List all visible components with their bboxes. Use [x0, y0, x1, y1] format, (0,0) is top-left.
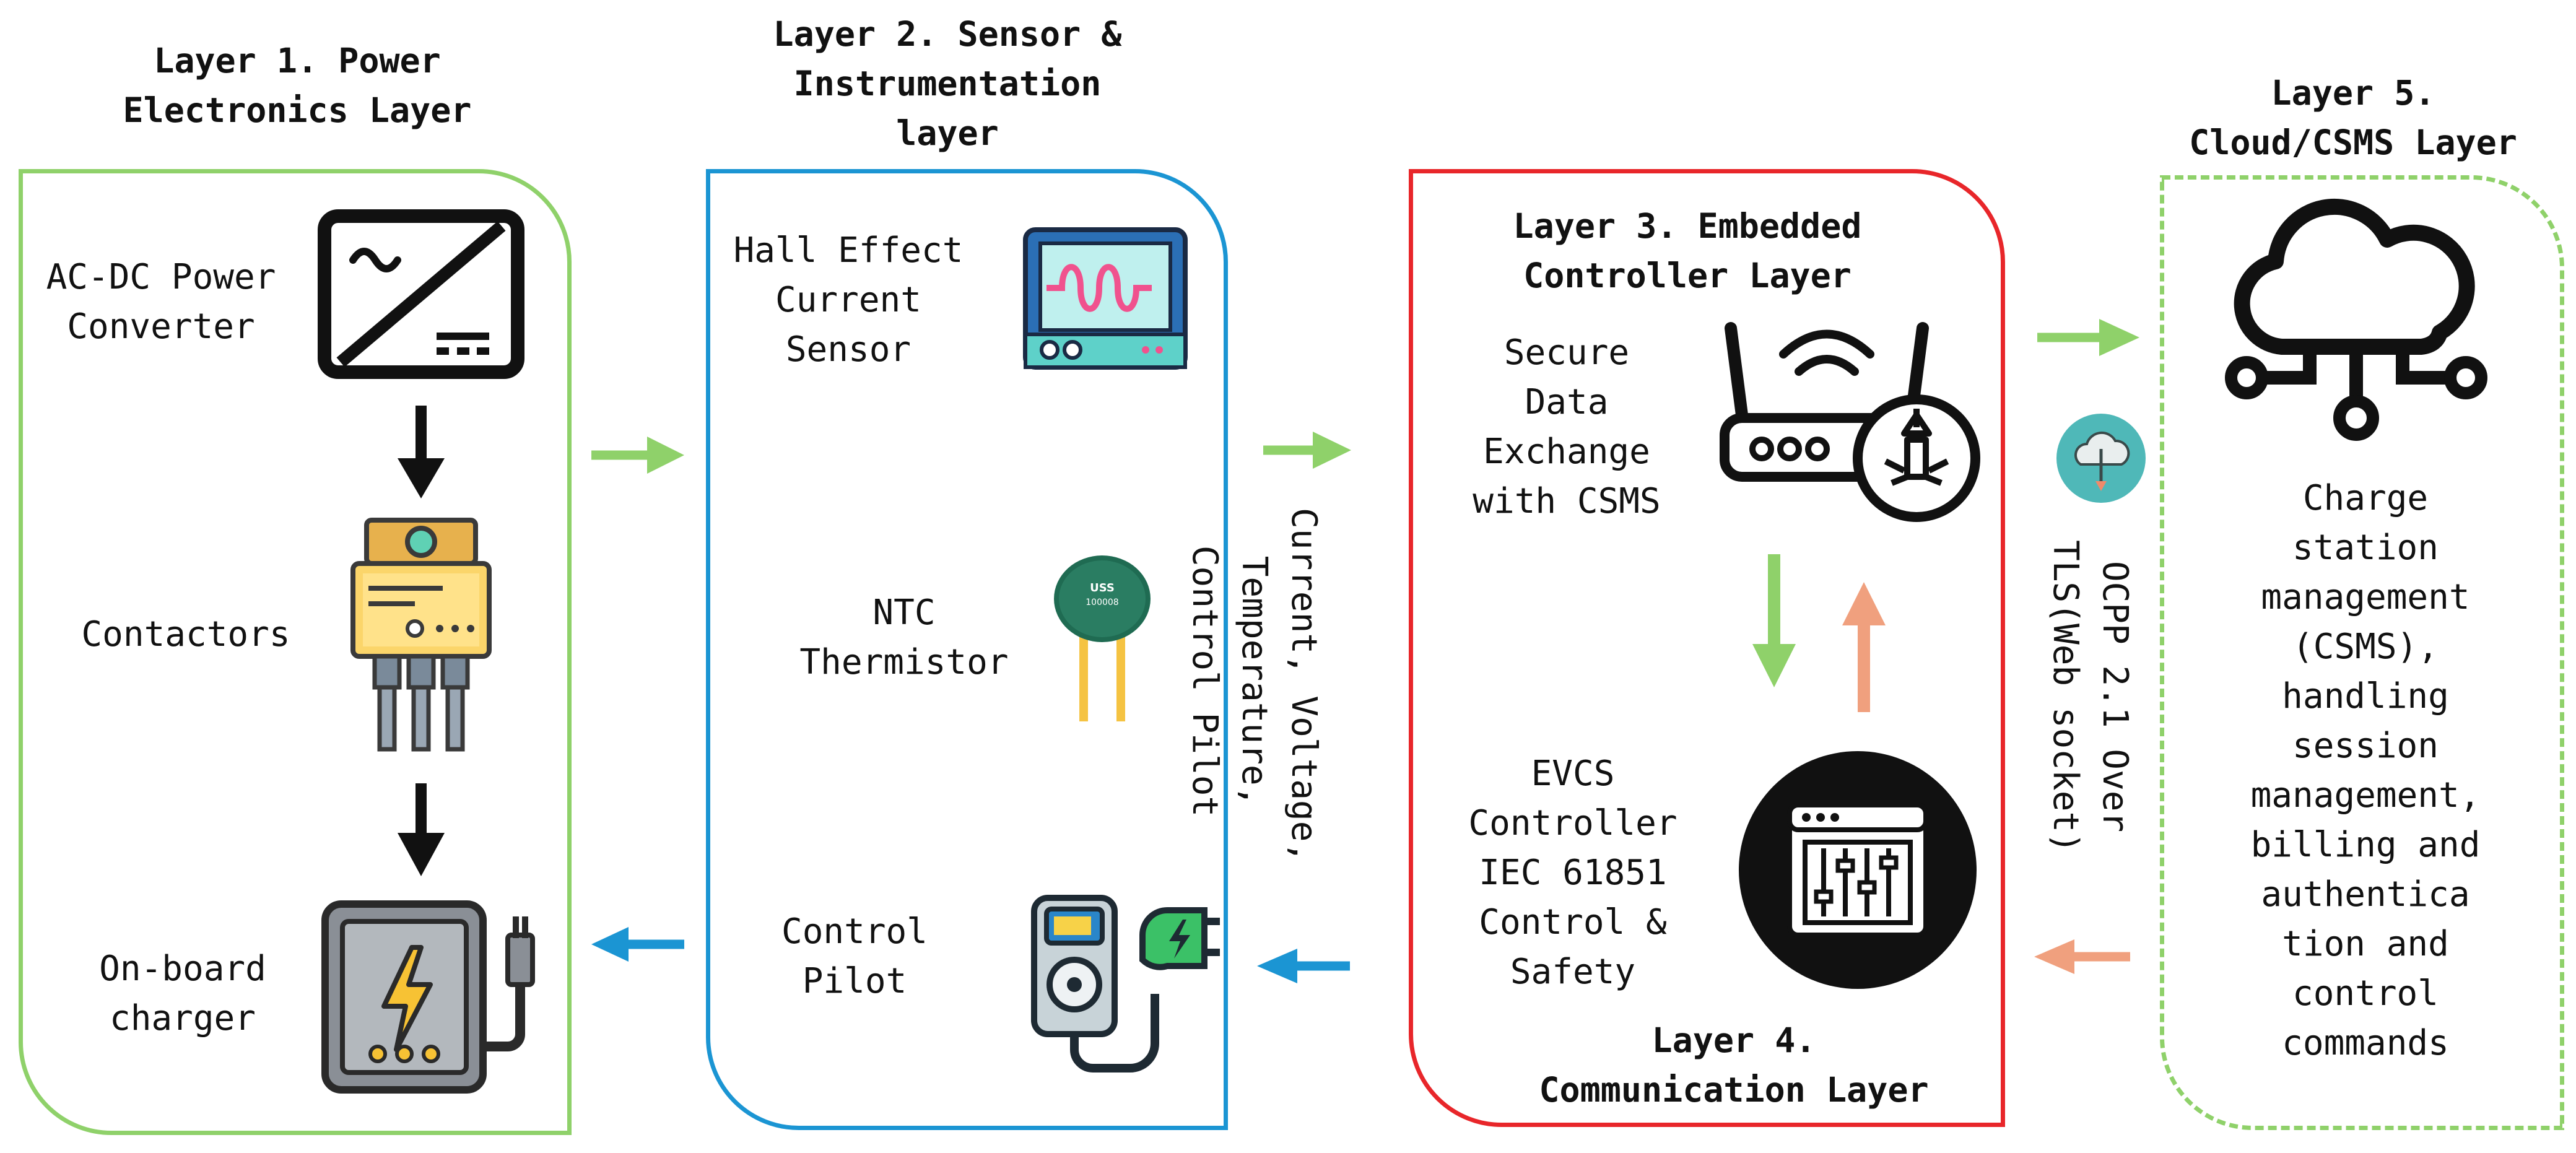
router-icon	[1720, 322, 1980, 522]
evcs-label-line5: Safety	[1510, 952, 1636, 992]
ac-dc-converter-icon	[318, 209, 524, 379]
layer34-panel	[1409, 169, 2005, 1127]
layer3-title: Layer 3. Embedded Controller Layer	[1455, 201, 1920, 300]
csms-desc-line3: management	[2261, 577, 2470, 617]
layer1-title-line2: Electronics Layer	[123, 90, 472, 130]
right-arrow-icon	[591, 437, 684, 474]
csms-desc-line9: authentica	[2261, 874, 2470, 915]
ntc-label-line1: NTC	[872, 593, 936, 633]
csms-desc-line1: Charge	[2302, 478, 2429, 518]
csms-desc-line12: commands	[2282, 1023, 2449, 1063]
secure-exchange-label: Secure Data Exchange with CSMS	[1437, 328, 1697, 526]
csms-desc-line5: handling	[2282, 676, 2449, 716]
csms-desc-line6: session	[2292, 726, 2439, 766]
converter-label: AC-DC Power Converter	[25, 253, 297, 352]
secure-label-line4: with CSMS	[1473, 481, 1661, 521]
ntc-label: NTC Thermistor	[774, 588, 1034, 687]
hall-label-line2: Current	[775, 280, 921, 320]
hall-sensor-label: Hall Effect Current Sensor	[718, 226, 978, 375]
layer1-title: Layer 1. Power Electronics Layer	[80, 36, 514, 135]
evcs-label-line3: IEC 61851	[1479, 853, 1667, 893]
converter-label-line2: Converter	[67, 307, 255, 347]
cloud-upload-icon	[2056, 414, 2146, 503]
csms-desc-line7: management,	[2250, 775, 2481, 816]
evcs-controller-icon	[1739, 751, 1977, 989]
layer2-title: Layer 2. Sensor & Instrumentation layer	[731, 9, 1164, 158]
down-arrow-icon	[398, 406, 445, 498]
layer2-title-line1: Layer 2. Sensor &	[773, 14, 1122, 54]
csms-description: Charge station management (CSMS), handli…	[2217, 474, 2514, 1068]
cp-label-line2: Pilot	[802, 961, 907, 1001]
layer5-panel	[2160, 175, 2564, 1130]
left-arrow-icon	[1257, 949, 1350, 983]
layer3-title-line1: Layer 3. Embedded	[1513, 206, 1862, 246]
cloud-network-icon	[2225, 198, 2487, 441]
ntc-marking: USS	[1090, 581, 1115, 594]
onboard-charger-icon	[321, 900, 535, 1094]
layer1-panel	[19, 169, 572, 1135]
layer2-title-line3: layer	[896, 113, 999, 153]
evcs-label-line2: Controller	[1468, 803, 1677, 843]
hall-sensor-icon	[1023, 227, 1188, 370]
contactor-icon	[350, 518, 492, 752]
evcs-label-line4: Control &	[1479, 902, 1667, 942]
charger-label-line1: On-board	[99, 949, 266, 989]
hall-label-line3: Sensor	[785, 329, 912, 370]
left-arrow-icon	[2034, 939, 2130, 974]
csms-desc-line8: billing and	[2250, 825, 2481, 865]
layer4-title: Layer 4. Communication Layer	[1486, 1016, 1982, 1115]
layer5-title-line2: Cloud/CSMS Layer	[2189, 123, 2517, 162]
ntc-marking-code: 100008	[1086, 598, 1118, 607]
csms-desc-line10: tion and	[2282, 924, 2449, 964]
control-pilot-icon	[1031, 895, 1220, 1073]
down-arrow-icon	[398, 783, 445, 876]
right-arrow-icon	[1263, 432, 1351, 469]
hall-label-line1: Hall Effect	[733, 230, 964, 271]
ntc-label-line2: Thermistor	[799, 642, 1009, 682]
contactors-label-text: Contactors	[81, 614, 290, 655]
cp-label-line1: Control	[781, 912, 928, 952]
layer5-title-line1: Layer 5.	[2271, 73, 2435, 113]
charger-label: On-board charger	[68, 944, 297, 1043]
csms-desc-line2: station	[2292, 528, 2439, 568]
secure-label-line2: Data	[1525, 382, 1609, 422]
evcs-controller-label: EVCS Controller IEC 61851 Control & Safe…	[1443, 749, 1703, 997]
evcs-label-line1: EVCS	[1531, 754, 1615, 794]
csms-desc-line11: control	[2292, 973, 2439, 1014]
down-arrow-icon	[1752, 554, 1796, 687]
contactors-label: Contactors	[62, 610, 310, 659]
layer4-title-line2: Communication Layer	[1539, 1070, 1929, 1110]
left-arrow-icon	[591, 927, 684, 962]
csms-desc-line4: (CSMS),	[2292, 627, 2439, 667]
ntc-thermistor-icon: USS 100008	[1054, 555, 1151, 721]
layer3-title-line2: Controller Layer	[1523, 256, 1852, 295]
converter-label-line1: AC-DC Power	[46, 257, 276, 297]
control-pilot-label: Control Pilot	[749, 907, 960, 1006]
layer5-title: Layer 5. Cloud/CSMS Layer	[2136, 68, 2570, 167]
charger-label-line2: charger	[109, 998, 256, 1038]
layer2-panel	[706, 169, 1228, 1130]
secure-label-line1: Secure	[1503, 333, 1630, 373]
layer1-title-line1: Layer 1. Power	[154, 41, 441, 80]
secure-label-line3: Exchange	[1483, 432, 1650, 472]
right-arrow-icon	[2037, 319, 2139, 356]
up-arrow-icon	[1842, 582, 1886, 712]
layer2-title-line2: Instrumentation	[793, 64, 1102, 103]
layer4-title-line1: Layer 4.	[1651, 1020, 1816, 1060]
